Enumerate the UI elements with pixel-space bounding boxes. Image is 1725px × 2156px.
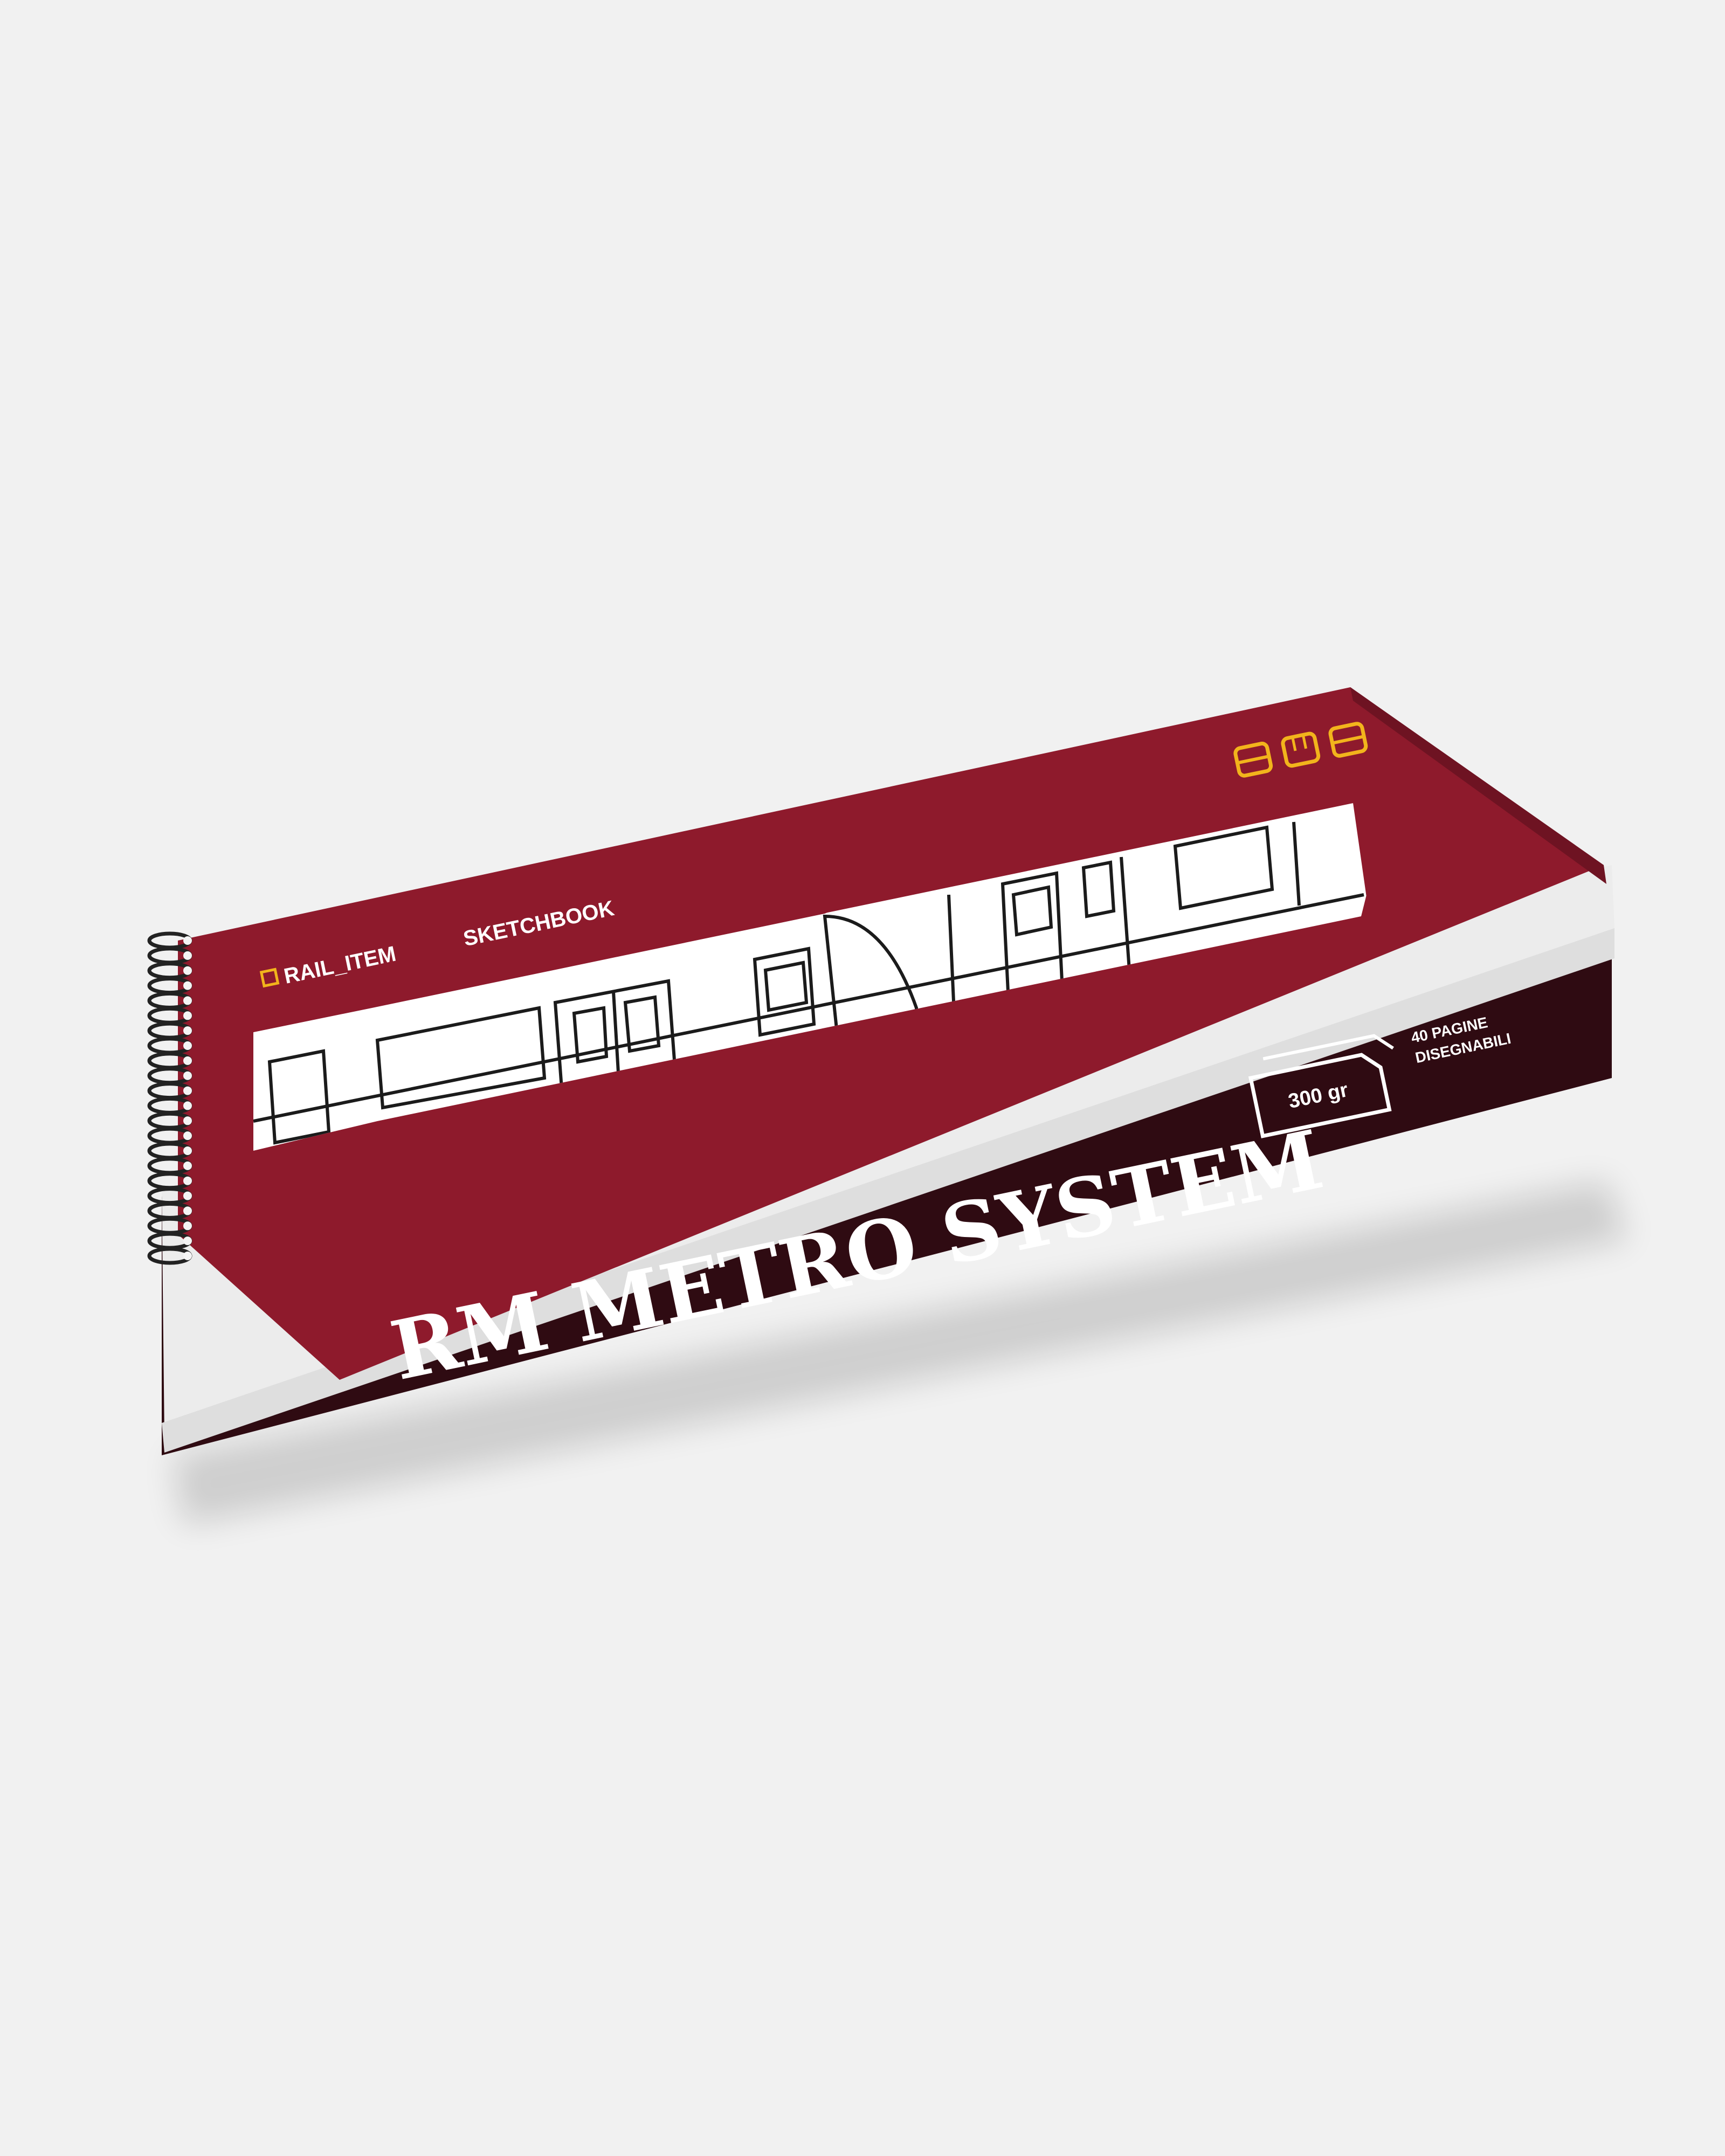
binding-hole	[183, 1176, 192, 1185]
binding-hole	[183, 1131, 192, 1141]
binding-hole	[183, 1086, 192, 1095]
binding-hole	[183, 1056, 192, 1065]
binding-hole	[183, 1206, 192, 1215]
binding-hole	[183, 1221, 192, 1231]
binding-hole	[183, 936, 192, 945]
transport-icons	[1233, 722, 1368, 778]
binding-hole	[183, 1026, 192, 1035]
binding-hole	[183, 1011, 192, 1020]
binding-hole	[183, 1252, 192, 1260]
tram-icon	[1281, 731, 1321, 768]
binding-hole	[183, 1041, 192, 1050]
bus-icon	[1233, 742, 1273, 778]
sketchbook: RAIL_ITEM SKETCHBOOK 300 gr	[147, 687, 1614, 1455]
binding-hole	[183, 1236, 192, 1246]
spiral-binding	[147, 931, 192, 1265]
binding-hole	[183, 1116, 192, 1125]
binding-hole	[183, 1101, 192, 1110]
binding-hole	[183, 1161, 192, 1170]
binding-hole	[183, 996, 192, 1005]
binding-hole	[183, 1146, 192, 1155]
binding-hole	[183, 951, 192, 960]
binding-hole	[183, 966, 192, 975]
metro-icon	[1328, 722, 1368, 758]
binding-hole	[183, 1191, 192, 1200]
binding-hole	[183, 981, 192, 990]
floor-shadow	[172, 1180, 1628, 1525]
rail-item-logo-icon	[259, 968, 280, 988]
binding-hole	[183, 1071, 192, 1080]
